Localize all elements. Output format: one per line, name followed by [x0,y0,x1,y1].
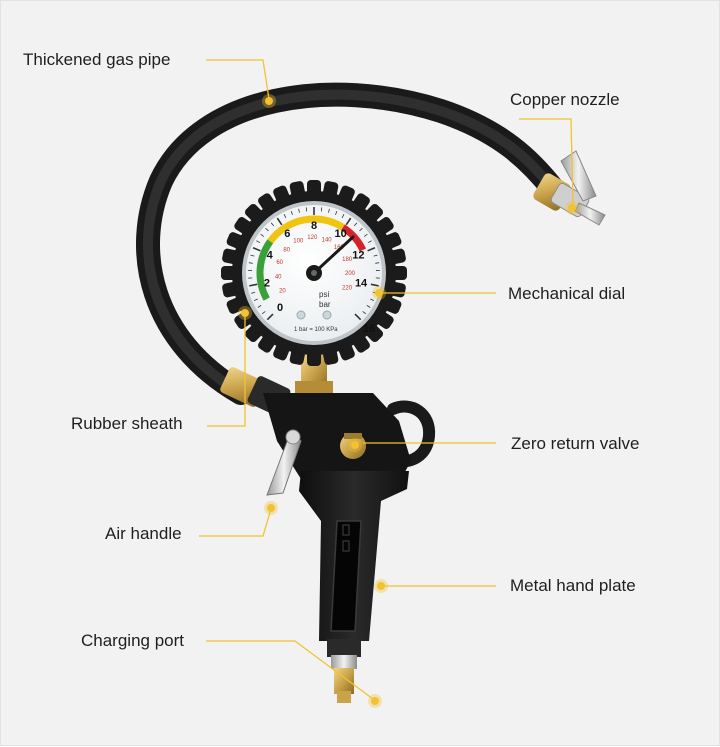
bar-scale-label: 2 [264,277,270,289]
bar-scale-label: 8 [311,220,317,232]
bar-scale-label: 0 [277,302,283,314]
bar-scale-label: 10 [335,228,347,240]
label-air-handle: Air handle [105,524,182,544]
label-charging-port: Charging port [81,631,184,651]
psi-scale-label: 120 [307,235,318,241]
unit-bar: bar [319,300,331,309]
callout-dot-handle [264,501,278,515]
label-zero-return-valve: Zero return valve [511,434,640,454]
pistol-body [263,393,429,641]
psi-scale-label: 40 [275,275,282,281]
label-metal-hand-plate: Metal hand plate [510,576,636,596]
psi-scale-label: 80 [283,247,290,253]
callout-dot-pipe [262,94,276,108]
psi-scale-label: 60 [276,260,283,266]
psi-scale-label: 140 [322,237,333,243]
bar-scale-label: 16 [363,323,375,335]
unit-psi: psi [319,290,329,299]
callout-dot-valve [348,438,362,452]
bar-scale-label: 6 [284,228,290,240]
bar-scale-label: 12 [352,250,364,262]
callout-dot-plate [374,579,388,593]
label-mechanical-dial: Mechanical dial [508,284,625,304]
bar-scale-label: 4 [267,250,274,262]
callout-line-handle [199,509,271,536]
psi-scale-label: 200 [345,271,356,277]
label-thickened-gas-pipe: Thickened gas pipe [23,50,170,70]
charging-port [327,639,361,703]
callout-dot-sheath [238,306,252,320]
dial-footnote: 1 bar = 100 KPa [294,327,338,333]
label-rubber-sheath: Rubber sheath [71,414,183,434]
bar-scale-label: 14 [355,277,368,289]
psi-scale-label: 20 [279,288,286,294]
callout-dot-nozzle [565,201,579,215]
psi-scale-label: 180 [342,257,353,263]
callout-dot-dial [372,286,386,300]
psi-scale-label: 220 [342,285,353,291]
label-copper-nozzle: Copper nozzle [510,90,620,110]
psi-scale-label: 100 [293,239,304,245]
callout-dot-port [368,694,382,708]
